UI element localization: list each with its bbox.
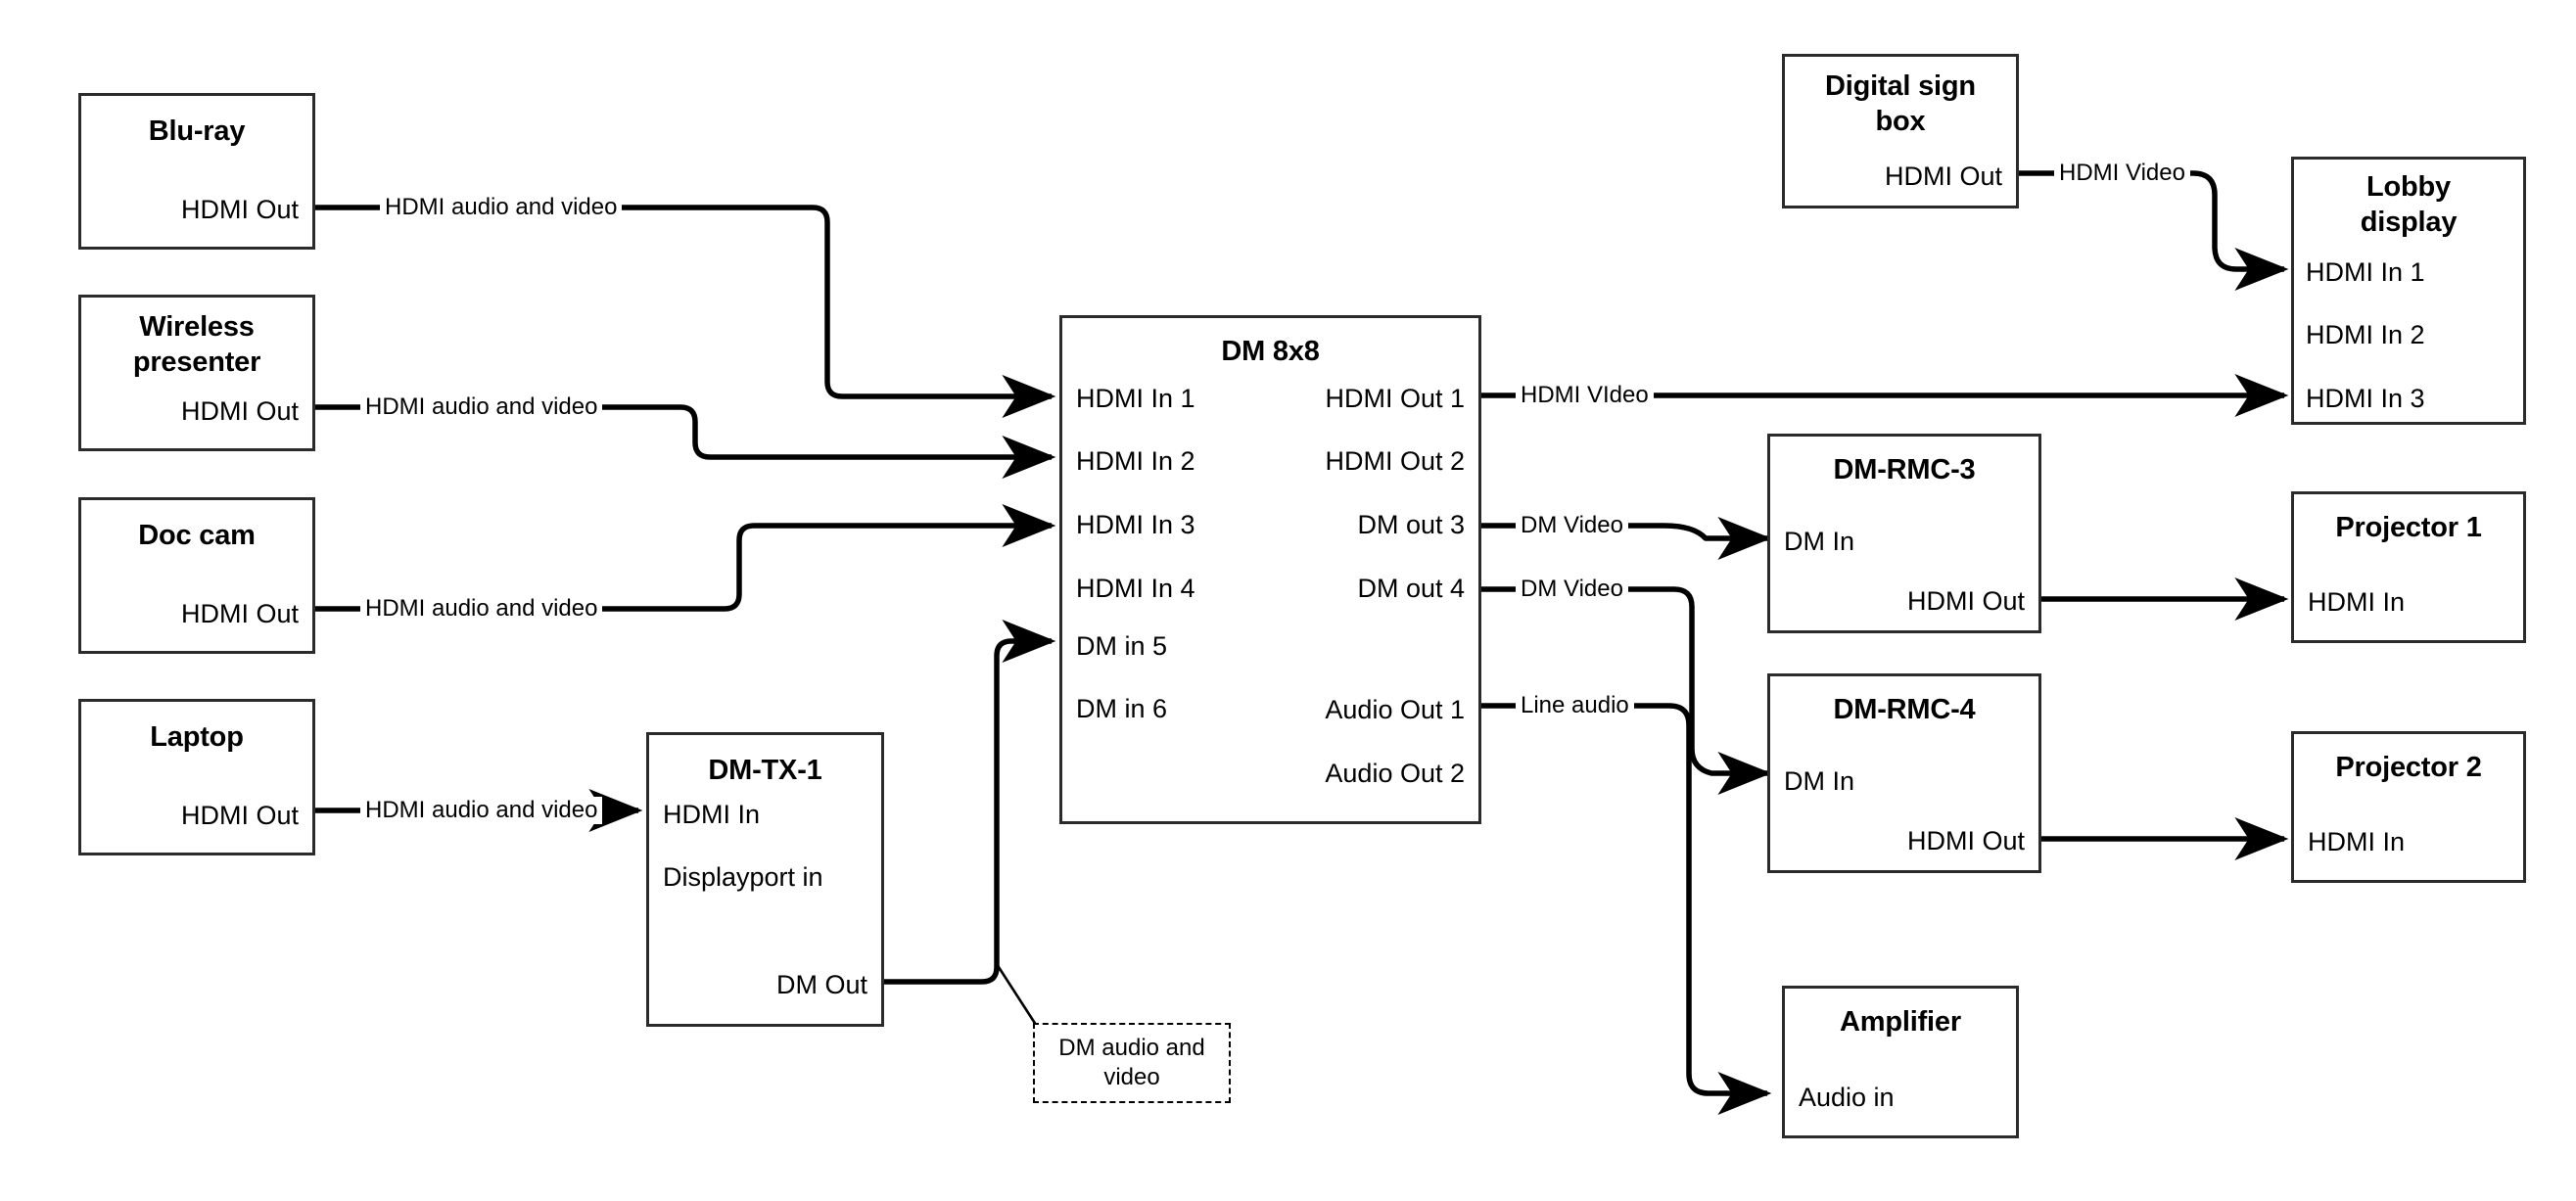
node-digital-sign-box-title-line2: box [1875,106,1926,137]
node-dm-8x8[interactable]: DM 8x8 HDMI In 1 HDMI In 2 HDMI In 3 HDM… [1059,315,1481,824]
edge-label-dm8x8-audio-to-amplifier: Line audio [1516,692,1634,719]
node-dm-rmc-3-title: DM-RMC-3 [1833,454,1976,485]
node-dm-8x8-title: DM 8x8 [1221,336,1320,367]
node-amplifier-port-audio-in: Audio in [1799,1083,1895,1112]
node-dm-8x8-output-audio-out-2: Audio Out 2 [1325,759,1465,788]
node-dm-rmc-4[interactable]: DM-RMC-4 DM In HDMI Out [1767,673,2041,873]
edge-label-bluray-to-dm8x8: HDMI audio and video [380,194,623,221]
edge-label-doccam-to-dm8x8: HDMI audio and video [360,595,603,623]
node-dm-tx-1-title: DM-TX-1 [708,755,822,786]
edge-label-sign-to-lobby: HDMI Video [2054,160,2190,187]
wire-dmtx1-to-dm8x8 [884,620,1056,985]
node-digital-sign-box-title-line1: Digital sign [1825,70,1976,102]
node-dm-rmc-3[interactable]: DM-RMC-3 DM In HDMI Out [1767,434,2041,633]
node-dm-tx-1-port-dm-out: DM Out [775,970,867,999]
node-wireless-presenter[interactable]: Wireless presenter HDMI Out [78,295,315,451]
node-dm-8x8-input-hdmi-in-1: HDMI In 1 [1076,384,1195,413]
note-dm-audio-and-video: DM audio and video [1033,1023,1231,1103]
node-amplifier[interactable]: Amplifier Audio in [1782,986,2019,1138]
node-wireless-presenter-title-line2: presenter [132,346,261,378]
node-bluray[interactable]: Blu-ray HDMI Out [78,93,315,250]
leader-line-dm-audio-note [995,963,1040,1029]
node-projector-2[interactable]: Projector 2 HDMI In [2291,731,2526,883]
node-lobby-display[interactable]: Lobby display HDMI In 1 HDMI In 2 HDMI I… [2291,157,2526,425]
node-dm-tx-1-port-hdmi-in: HDMI In [663,800,761,829]
node-doc-cam-port-hdmi-out: HDMI Out [180,599,299,628]
node-digital-sign-box-port-hdmi-out: HDMI Out [1884,162,2002,191]
node-bluray-title: Blu-ray [148,115,246,147]
node-laptop-port-hdmi-out: HDMI Out [180,801,299,830]
wire-dm8x8-out4-to-rmc4 [1481,586,1772,795]
node-digital-sign-box[interactable]: Digital sign box HDMI Out [1782,54,2019,208]
node-dm-rmc-3-port-hdmi-out: HDMI Out [1906,586,2025,616]
node-laptop[interactable]: Laptop HDMI Out [78,699,315,855]
edge-label-wireless-to-dm8x8: HDMI audio and video [360,393,603,421]
node-wireless-presenter-title-line1: Wireless [139,311,255,343]
node-laptop-title: Laptop [150,721,244,753]
node-doc-cam[interactable]: Doc cam HDMI Out [78,497,315,654]
wire-sign-to-lobby [2019,170,2289,291]
edge-label-laptop-to-dmtx1: HDMI audio and video [360,797,603,824]
node-wireless-presenter-port-hdmi-out: HDMI Out [180,396,299,426]
node-bluray-port-hdmi-out: HDMI Out [180,195,299,224]
node-dm-8x8-input-hdmi-in-3: HDMI In 3 [1076,510,1195,539]
node-amplifier-title: Amplifier [1840,1006,1961,1038]
node-dm-8x8-input-dm-in-6: DM in 6 [1076,694,1168,723]
edge-label-dm8x8-out1-to-lobby: HDMI VIdeo [1516,382,1654,409]
node-dm-8x8-input-dm-in-5: DM in 5 [1076,631,1168,661]
node-dm-rmc-4-port-hdmi-out: HDMI Out [1906,826,2025,855]
node-dm-8x8-output-audio-out-1: Audio Out 1 [1325,695,1465,724]
node-lobby-display-port-hdmi-in-2: HDMI In 2 [2306,320,2425,349]
node-dm-8x8-input-hdmi-in-4: HDMI In 4 [1076,574,1195,603]
node-projector-1[interactable]: Projector 1 HDMI In [2291,491,2526,643]
wire-bluray-to-dm8x8 [315,205,1056,418]
node-lobby-display-port-hdmi-in-1: HDMI In 1 [2306,257,2425,287]
node-dm-8x8-output-hdmi-out-2: HDMI Out 2 [1325,446,1465,476]
edge-label-dm8x8-out3-to-rmc3: DM Video [1516,512,1628,539]
node-projector-1-port-hdmi-in: HDMI In [2308,587,2406,617]
node-projector-2-title: Projector 2 [2335,752,2482,783]
edge-label-dm8x8-out4-to-rmc4: DM Video [1516,576,1628,603]
node-dm-8x8-input-hdmi-in-2: HDMI In 2 [1076,446,1195,476]
node-dm-rmc-4-title: DM-RMC-4 [1833,694,1976,725]
node-projector-2-port-hdmi-in: HDMI In [2308,827,2406,856]
node-dm-rmc-3-port-dm-in: DM In [1784,527,1855,556]
node-lobby-display-title-line1: Lobby [2366,171,2451,203]
node-dm-tx-1-port-displayport-in: Displayport in [663,862,823,892]
wire-dm8x8-audio-to-amplifier [1481,703,1772,1115]
node-dm-tx-1[interactable]: DM-TX-1 HDMI In Displayport in DM Out [646,732,884,1027]
node-lobby-display-port-hdmi-in-3: HDMI In 3 [2306,384,2425,413]
node-dm-8x8-output-hdmi-out-1: HDMI Out 1 [1325,384,1465,413]
node-dm-8x8-output-dm-out-3: DM out 3 [1357,510,1465,539]
node-lobby-display-title-line2: display [2360,207,2458,238]
node-projector-1-title: Projector 1 [2335,512,2482,543]
node-dm-rmc-4-port-dm-in: DM In [1784,766,1855,796]
node-doc-cam-title: Doc cam [138,520,256,551]
node-dm-8x8-output-dm-out-4: DM out 4 [1357,574,1465,603]
